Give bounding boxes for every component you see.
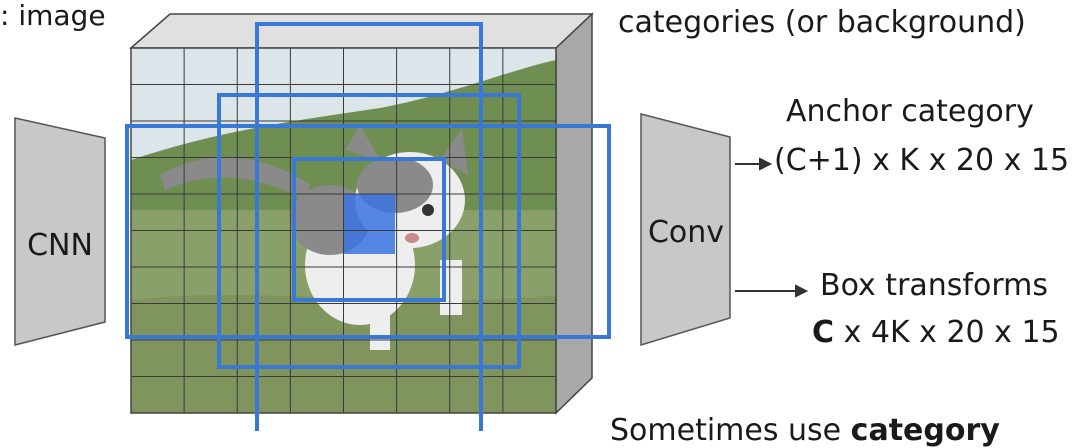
cat-nose xyxy=(405,233,419,243)
anchor-box-small xyxy=(292,157,446,302)
feature-volume-top xyxy=(128,13,594,49)
feature-volume-side xyxy=(555,12,593,415)
conv-block xyxy=(640,113,731,347)
anchor-boxes xyxy=(125,22,611,431)
cat-leg-front xyxy=(370,300,390,350)
cnn-block xyxy=(14,117,106,346)
box-transforms-c: C xyxy=(812,315,835,350)
anchor-box-tall xyxy=(255,22,483,431)
cat-ear-right xyxy=(440,128,468,175)
cat-tail xyxy=(160,157,310,200)
box-transforms-title: Box transforms xyxy=(820,268,1049,303)
arrow-to-anchor xyxy=(735,157,773,171)
cat-ear-left xyxy=(345,125,380,160)
anchor-box-large xyxy=(217,93,521,369)
cnn-label: CNN xyxy=(27,228,93,263)
cat-eye xyxy=(422,204,434,216)
arrow-to-box xyxy=(735,284,809,298)
box-transforms-dims: C x 4K x 20 x 15 xyxy=(812,318,1060,348)
box-transforms-dims-rest: x 4K x 20 x 15 xyxy=(834,315,1060,350)
rpn-diagram: CNN Conv xyxy=(14,12,809,431)
anchor-box-wide xyxy=(125,124,611,339)
image-border xyxy=(130,47,557,414)
input-image-label: : image xyxy=(0,0,106,32)
anchor-center-cell xyxy=(343,194,395,254)
anchor-category-dims: (C+1) x K x 20 x 15 xyxy=(774,143,1070,178)
anchor-category-title: Anchor category xyxy=(786,94,1034,129)
categories-label: categories (or background) xyxy=(618,5,1026,40)
conv-label: Conv xyxy=(648,215,724,250)
